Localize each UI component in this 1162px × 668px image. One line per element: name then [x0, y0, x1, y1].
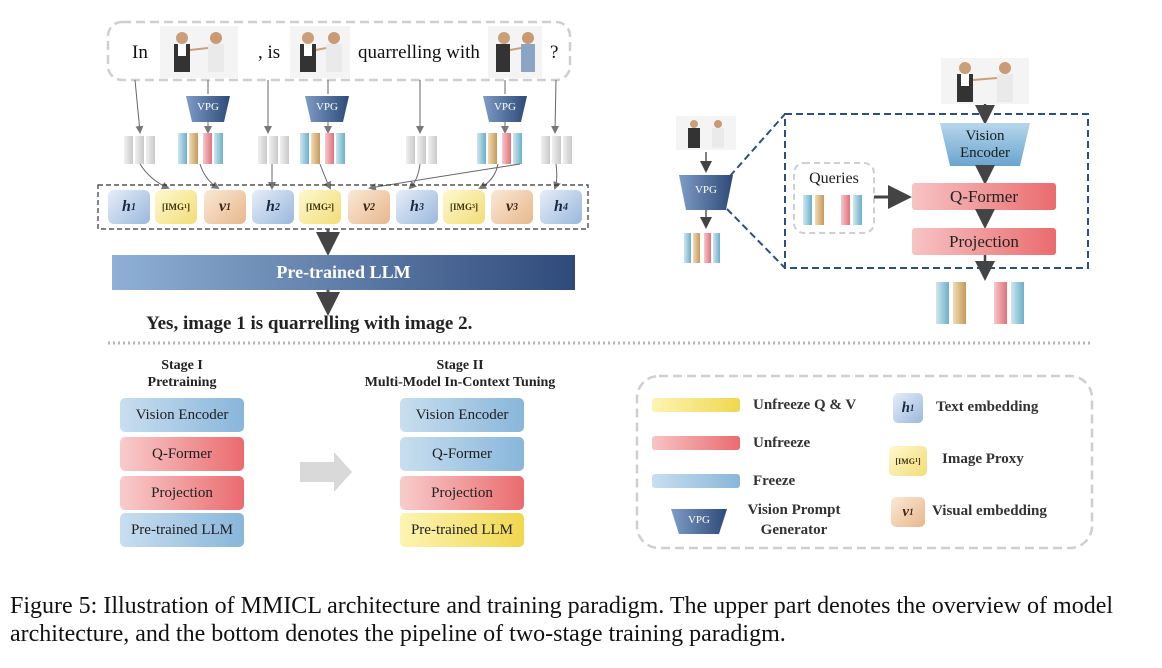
vpg-detail-frame [784, 113, 1089, 269]
llm-bar [112, 255, 575, 290]
vision-encoder-label: Vision Encoder [960, 128, 1010, 161]
stage2-title: Stage II Multi-Model In-Context Tuning [364, 358, 556, 390]
legend-swatch-unfreeze [652, 436, 740, 450]
legend-text-embedding: Text embedding [936, 399, 1039, 415]
legend-unfreeze-qv: Unfreeze Q & V [753, 397, 857, 413]
photo-1 [160, 26, 238, 78]
legend-vpg: Vision Prompt Generator [747, 502, 841, 538]
legend-vpg-icon [671, 509, 727, 534]
legend-unfreeze: Unfreeze [753, 435, 811, 451]
qformer-label: Q-Former [950, 186, 1018, 206]
queries-label: Queries [809, 170, 859, 187]
stage1-box-vision-encoder: Vision Encoder [120, 398, 244, 432]
vpg-down-arrows [204, 122, 509, 134]
text-embedding-stacks [124, 136, 572, 164]
legend-freeze: Freeze [753, 473, 796, 489]
vpg-label-1: VPG [196, 101, 219, 113]
vpg-label-legend: VPG [687, 514, 710, 526]
llm-bar-label: Pre-trained LLM [276, 262, 411, 282]
stage1-box-q-former: Q-Former [120, 437, 244, 471]
stage1-box-pre-trained-llm: Pre-trained LLM [120, 513, 244, 547]
stage-transition-arrow [300, 452, 352, 492]
stage2-box-q-former: Q-Former [400, 437, 524, 471]
projection-label: Projection [949, 231, 1019, 251]
token-arrows [139, 163, 561, 191]
stage1-title: Stage I Pretraining [147, 358, 217, 390]
vpg-detail [679, 104, 1089, 324]
legend-swatch-unfreeze-qv [652, 398, 740, 412]
legend-frame [635, 374, 1094, 550]
visual-embedding-stacks [178, 133, 522, 164]
stage2-box-vision-encoder: Vision Encoder [400, 398, 524, 432]
vpg-icons-top [186, 96, 527, 122]
photo-encoder-input [941, 58, 1029, 104]
vpg-label-3: VPG [493, 101, 516, 113]
sentence-word-in: In [132, 42, 148, 63]
legend-image-proxy: Image Proxy [942, 451, 1024, 467]
projection-shape [912, 228, 1056, 255]
vpg-label-2: VPG [315, 101, 338, 113]
input-arrows [134, 79, 560, 134]
stage1-box-projection: Projection [120, 476, 244, 510]
photo-small [676, 116, 736, 150]
legend-swatch-freeze [652, 474, 740, 488]
sentence-word-question: ? [550, 42, 559, 63]
vision-encoder-shape [940, 123, 1030, 166]
figure-caption: Figure 5: Illustration of MMICL architec… [10, 593, 1114, 647]
sentence-frame [106, 20, 572, 82]
vpg-detail-icon [679, 175, 733, 210]
sentence-word-is: , is [258, 42, 281, 63]
token-row-frame [97, 184, 589, 230]
sentence-word-quarrelling: quarrelling with [358, 42, 480, 63]
legend-visual-embedding: Visual embedding [932, 503, 1047, 519]
qformer-shape [912, 183, 1056, 210]
photo-2 [290, 26, 350, 78]
photo-3 [488, 26, 542, 78]
vpg-label-detail: VPG [694, 184, 717, 196]
stage2-box-pre-trained-llm: Pre-trained LLM [400, 513, 524, 547]
stage2-box-projection: Projection [400, 476, 524, 510]
answer-text: Yes, image 1 is quarrelling with image 2… [146, 313, 473, 334]
